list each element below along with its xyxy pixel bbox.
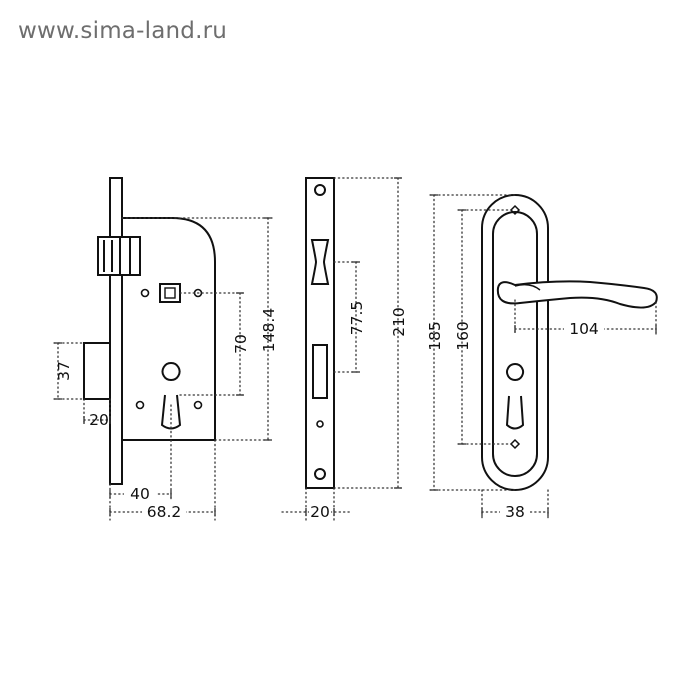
dim-escutcheon-hole-distance: 160 xyxy=(454,209,472,445)
dim-center-distance: 70 xyxy=(232,292,250,396)
label-lock-body-height: 148.4 xyxy=(260,308,278,352)
dim-lock-body-depth: 40 xyxy=(109,484,172,503)
cylinder-cutout xyxy=(161,362,181,381)
lock-body xyxy=(53,177,273,521)
label-escutcheon-length: 185 xyxy=(426,321,444,351)
escutcheon-outer xyxy=(481,194,549,491)
watermark-url: www.sima-land.ru xyxy=(18,18,228,44)
dim-lock-body-width: 68.2 xyxy=(109,502,216,521)
label-faceplate-hole-distance: 77.5 xyxy=(348,301,366,336)
escutcheon-inner xyxy=(492,211,538,477)
dim-faceplate-length: 210 xyxy=(390,177,408,489)
label-center-distance: 70 xyxy=(232,334,250,354)
faceplate-bolt-opening xyxy=(312,344,328,399)
label-faceplate-width: 20 xyxy=(310,503,330,521)
faceplate-body xyxy=(305,177,335,489)
dim-bolt-height: 37 xyxy=(54,342,73,400)
label-lock-body-width: 68.2 xyxy=(147,503,182,521)
label-bolt-height: 37 xyxy=(55,361,73,381)
faceplate-latch-opening xyxy=(310,239,330,285)
label-faceplate-length: 210 xyxy=(390,307,408,337)
faceplate-screw-top xyxy=(314,184,326,196)
label-escutcheon-hole-distance: 160 xyxy=(454,321,472,351)
dim-escutcheon-length: 185 xyxy=(426,194,444,491)
dim-bolt-extension: 20 xyxy=(83,411,111,429)
dim-handle-length: 104 xyxy=(514,319,657,338)
lock-forend-plate xyxy=(109,177,123,485)
label-escutcheon-width: 38 xyxy=(505,503,525,521)
faceplate xyxy=(305,177,403,521)
dim-faceplate-hole-distance: 77.5 xyxy=(348,261,366,373)
handle-escutcheon xyxy=(429,194,658,521)
label-handle-length: 104 xyxy=(569,320,599,338)
dim-lock-body-height: 148.4 xyxy=(260,217,278,441)
dead-bolt xyxy=(83,342,111,400)
label-bolt-extension: 20 xyxy=(89,411,109,429)
faceplate-screw-bottom xyxy=(314,468,326,480)
dim-escutcheon-width: 38 xyxy=(481,502,549,521)
handle-spindle-hole xyxy=(159,283,181,303)
dim-faceplate-width: 20 xyxy=(281,502,353,521)
label-lock-body-depth: 40 xyxy=(130,485,150,503)
escutcheon-cylinder-hole xyxy=(506,363,524,381)
